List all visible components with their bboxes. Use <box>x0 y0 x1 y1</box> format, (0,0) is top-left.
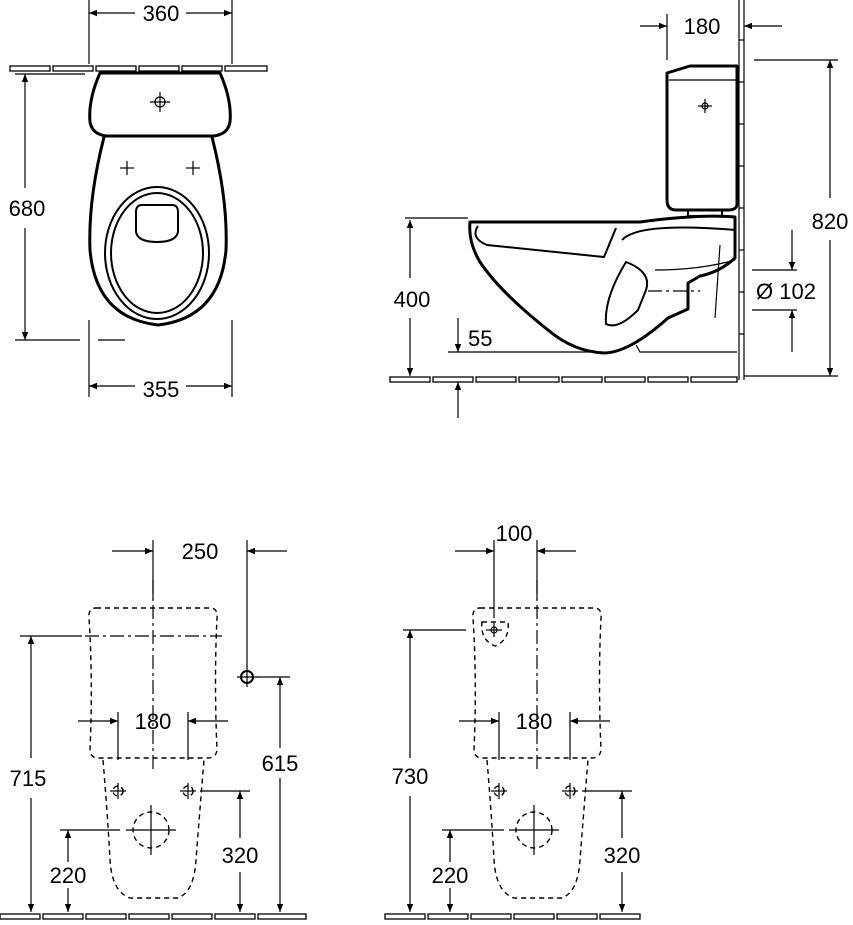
side-view: 180 820 400 55 Ø 102 <box>389 0 849 418</box>
dim-length: 680 <box>9 196 46 221</box>
dim-seat-height: 400 <box>394 287 431 312</box>
dim-fixing-spacing-right: 180 <box>516 709 553 734</box>
bowl-opening-plan <box>135 204 179 243</box>
fixing-point-icon <box>562 783 578 799</box>
dim-total-height-left: 715 <box>10 766 47 791</box>
floor-hatch-right <box>384 913 641 920</box>
wall-hatch-top-view <box>9 65 268 72</box>
fixing-point-icon <box>110 783 126 799</box>
outlet-center-icon <box>509 805 559 855</box>
cistern-side <box>665 64 739 212</box>
seat-outer-plan <box>104 186 210 320</box>
dim-outlet-height-right: 220 <box>432 863 469 888</box>
dim-outlet-height-left: 220 <box>50 863 87 888</box>
fixing-point-icon <box>150 92 170 112</box>
floor-hatch-left <box>0 913 307 920</box>
flush-button-icon <box>486 623 502 637</box>
top-view: 360 680 355 <box>9 0 268 402</box>
dim-total-height-right: 730 <box>392 764 429 789</box>
fixing-point-icon <box>491 783 507 799</box>
fixing-point-icon <box>180 783 196 799</box>
cistern-footprint-left <box>88 607 218 759</box>
dim-supply-offset-left: 250 <box>182 539 219 564</box>
dim-fixing-height-left: 320 <box>222 843 259 868</box>
bowl-side <box>468 214 737 355</box>
dim-outlet-diameter: Ø 102 <box>756 279 816 304</box>
dim-width-top: 360 <box>143 1 180 26</box>
dim-outlet-height: 55 <box>468 326 492 351</box>
cistern-outline-plan <box>88 71 232 138</box>
dim-total-height: 820 <box>812 209 849 234</box>
fixing-point-icon <box>120 161 200 175</box>
bowl-outline-plan <box>88 135 228 327</box>
flush-button-outline <box>481 621 509 647</box>
bowl-footprint-left <box>102 759 205 899</box>
seat-inner-plan <box>110 192 204 314</box>
flush-button-icon <box>698 99 712 113</box>
dim-supply-offset-right: 100 <box>496 521 533 546</box>
floor-hatch-side-view <box>389 376 738 383</box>
dim-supply-height-left: 615 <box>262 751 299 776</box>
dim-fixing-height-right: 320 <box>604 843 641 868</box>
dim-tank-depth: 180 <box>684 14 721 39</box>
dim-width-bottom: 355 <box>143 377 180 402</box>
dim-fixing-spacing-left: 180 <box>135 709 172 734</box>
bowl-footprint-right <box>486 759 589 899</box>
rear-view-left: 250 180 715 615 320 220 <box>0 539 307 920</box>
supply-connection-icon <box>237 667 257 687</box>
cistern-footprint-right <box>472 607 602 759</box>
wall-hatch <box>739 39 744 335</box>
outlet-center-icon <box>126 805 176 855</box>
rear-view-right: 100 180 730 320 220 <box>384 521 641 920</box>
